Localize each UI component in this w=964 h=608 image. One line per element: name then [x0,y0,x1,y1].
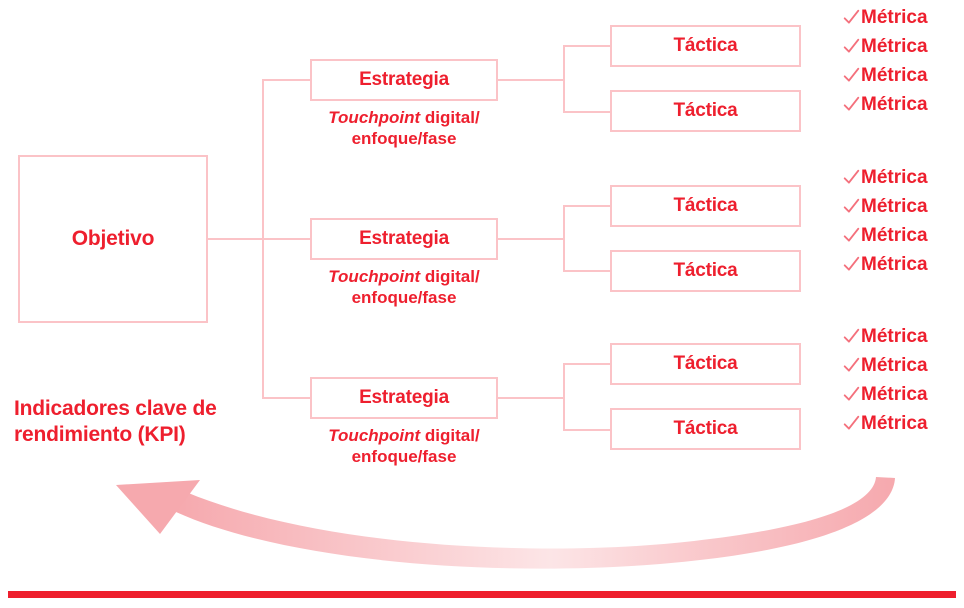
connector-tactic-2-2 [563,270,612,272]
connector-strategy-2-to-tactics [497,238,565,240]
metric-label: Métrica [861,195,928,217]
metric-item[interactable]: Métrica [843,250,961,279]
connector-strategy-3-to-tactics [497,397,565,399]
connector-tactic-3-2 [563,429,612,431]
caption-1-emphasis: Touchpoint [328,108,421,127]
check-icon [843,169,860,184]
caption-2-line-2: enfoque/fase [351,288,457,307]
node-estrategia-1[interactable]: Estrategia [310,59,498,101]
check-icon [843,386,860,401]
node-tactica-3-2[interactable]: Táctica [610,408,801,450]
metric-group-1: Métrica Métrica Métrica Métrica [843,3,961,119]
node-tactica-3-1[interactable]: Táctica [610,343,801,385]
node-tactica-3-1-label: Táctica [673,353,738,374]
metric-label: Métrica [861,412,928,434]
connector-tactic-trunk-2 [563,205,565,272]
caption-1-line-2: enfoque/fase [351,129,457,148]
node-estrategia-3-label: Estrategia [359,387,449,408]
check-icon [843,357,860,372]
connector-trunk-to-strategy-3 [262,397,312,399]
node-tactica-1-2[interactable]: Táctica [610,90,801,132]
metric-item[interactable]: Métrica [843,61,961,90]
metric-group-2: Métrica Métrica Métrica Métrica [843,163,961,279]
caption-1-rest: digital/ [420,108,480,127]
node-tactica-1-1-label: Táctica [673,35,738,56]
check-icon [843,256,860,271]
metric-item[interactable]: Métrica [843,380,961,409]
metric-label: Métrica [861,35,928,57]
kpi-label: Indicadores clave de rendimiento (KPI) [14,396,284,448]
check-icon [843,328,860,343]
bottom-accent-bar [8,591,956,598]
node-estrategia-2-label: Estrategia [359,228,449,249]
metric-item[interactable]: Métrica [843,192,961,221]
connector-strategy-1-to-tactics [497,79,565,81]
metric-label: Métrica [861,64,928,86]
caption-3-line-2: enfoque/fase [351,447,457,466]
metric-label: Métrica [861,325,928,347]
connector-tactic-trunk-3 [563,363,565,431]
node-estrategia-3[interactable]: Estrategia [310,377,498,419]
connector-trunk-to-strategy-1 [262,79,312,81]
caption-estrategia-2: Touchpoint digital/ enfoque/fase [299,266,509,308]
check-icon [843,415,860,430]
check-icon [843,198,860,213]
connector-tactic-2-1 [563,205,612,207]
caption-2-rest: digital/ [420,267,480,286]
connector-tactic-3-1 [563,363,612,365]
kpi-label-line-1: Indicadores clave de [14,397,217,420]
node-tactica-1-1[interactable]: Táctica [610,25,801,67]
metric-item[interactable]: Métrica [843,32,961,61]
metric-label: Métrica [861,383,928,405]
node-tactica-2-1-label: Táctica [673,195,738,216]
caption-3-emphasis: Touchpoint [328,426,421,445]
node-estrategia-1-label: Estrategia [359,69,449,90]
metric-label: Métrica [861,166,928,188]
connector-objetivo-to-trunk [208,238,264,240]
metric-item[interactable]: Métrica [843,163,961,192]
connector-tactic-1-1 [563,45,612,47]
metric-item[interactable]: Métrica [843,90,961,119]
caption-2-emphasis: Touchpoint [328,267,421,286]
metric-group-3: Métrica Métrica Métrica Métrica [843,322,961,438]
metric-item[interactable]: Métrica [843,322,961,351]
node-tactica-3-2-label: Táctica [673,418,738,439]
metric-item[interactable]: Métrica [843,221,961,250]
check-icon [843,227,860,242]
check-icon [843,67,860,82]
check-icon [843,9,860,24]
node-tactica-2-2-label: Táctica [673,260,738,281]
caption-estrategia-3: Touchpoint digital/ enfoque/fase [299,425,509,467]
metric-label: Métrica [861,224,928,246]
node-tactica-1-2-label: Táctica [673,100,738,121]
node-tactica-2-2[interactable]: Táctica [610,250,801,292]
connector-tactic-trunk-1 [563,45,565,113]
metric-label: Métrica [861,354,928,376]
node-objetivo-label: Objetivo [71,227,155,250]
connector-tactic-1-2 [563,111,612,113]
metric-item[interactable]: Métrica [843,351,961,380]
node-objetivo[interactable]: Objetivo [18,155,208,323]
metric-label: Métrica [861,6,928,28]
check-icon [843,96,860,111]
check-icon [843,38,860,53]
caption-estrategia-1: Touchpoint digital/ enfoque/fase [299,107,509,149]
kpi-label-line-2: rendimiento (KPI) [14,423,186,446]
node-tactica-2-1[interactable]: Táctica [610,185,801,227]
node-estrategia-2[interactable]: Estrategia [310,218,498,260]
caption-3-rest: digital/ [420,426,480,445]
metric-item[interactable]: Métrica [843,409,961,438]
metric-label: Métrica [861,253,928,275]
connector-trunk-to-strategy-2 [262,238,312,240]
metric-label: Métrica [861,93,928,115]
metric-item[interactable]: Métrica [843,3,961,32]
